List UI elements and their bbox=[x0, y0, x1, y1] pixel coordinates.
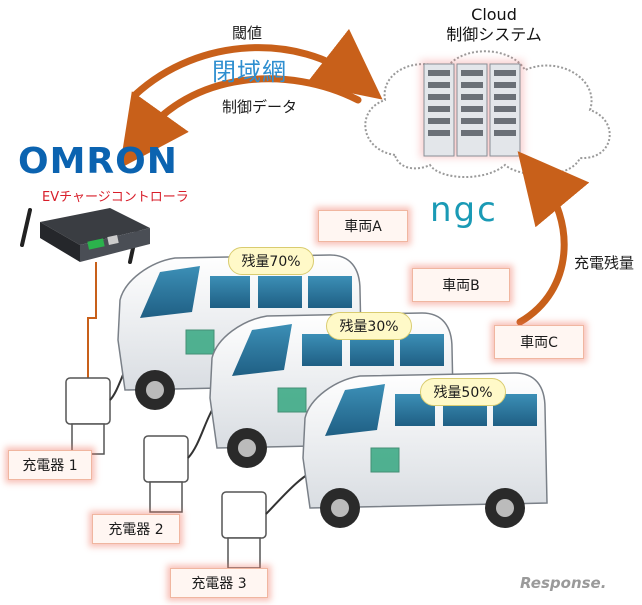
van-c-icon bbox=[302, 372, 548, 528]
vehicle-a-battery: 残量70% bbox=[228, 247, 314, 275]
arrow-charge-remaining bbox=[516, 151, 590, 326]
charge-remaining-label: 充電残量 bbox=[574, 254, 635, 272]
charger-units bbox=[65, 377, 267, 569]
closed-network-label: 閉域網 bbox=[212, 58, 287, 86]
omron-product-label: EVチャージコントローラ bbox=[42, 190, 189, 205]
vehicle-c-battery: 残量50% bbox=[420, 378, 506, 406]
arrow-control-data bbox=[119, 75, 362, 169]
ngc-logo: ngc bbox=[430, 190, 498, 230]
cloud-title: Cloud 制御システム bbox=[424, 5, 564, 45]
vehicle-a-label: 車両A bbox=[318, 210, 408, 242]
charge-controller-icon bbox=[20, 208, 150, 264]
server-rack-icon bbox=[420, 60, 524, 158]
control-data-label: 制御データ bbox=[222, 98, 298, 116]
charger-3-label: 充電器 3 bbox=[170, 568, 268, 598]
response-watermark-text: Response. bbox=[520, 574, 607, 592]
cloud-title-line1: Cloud bbox=[471, 5, 517, 24]
controller-cable bbox=[87, 262, 97, 378]
vehicle-c-label: 車両C bbox=[494, 325, 584, 359]
omron-logo: OMRON bbox=[18, 141, 178, 182]
vehicle-b-label: 車両B bbox=[412, 268, 510, 302]
threshold-label: 閾値 bbox=[232, 24, 263, 42]
cloud-title-line2: 制御システム bbox=[446, 25, 542, 44]
arrow-threshold bbox=[131, 28, 383, 100]
vehicle-b-battery: 残量30% bbox=[326, 312, 412, 340]
charger-1-label: 充電器 1 bbox=[8, 450, 92, 480]
response-watermark: Response. bbox=[520, 574, 606, 592]
charger-2-label: 充電器 2 bbox=[92, 514, 180, 544]
